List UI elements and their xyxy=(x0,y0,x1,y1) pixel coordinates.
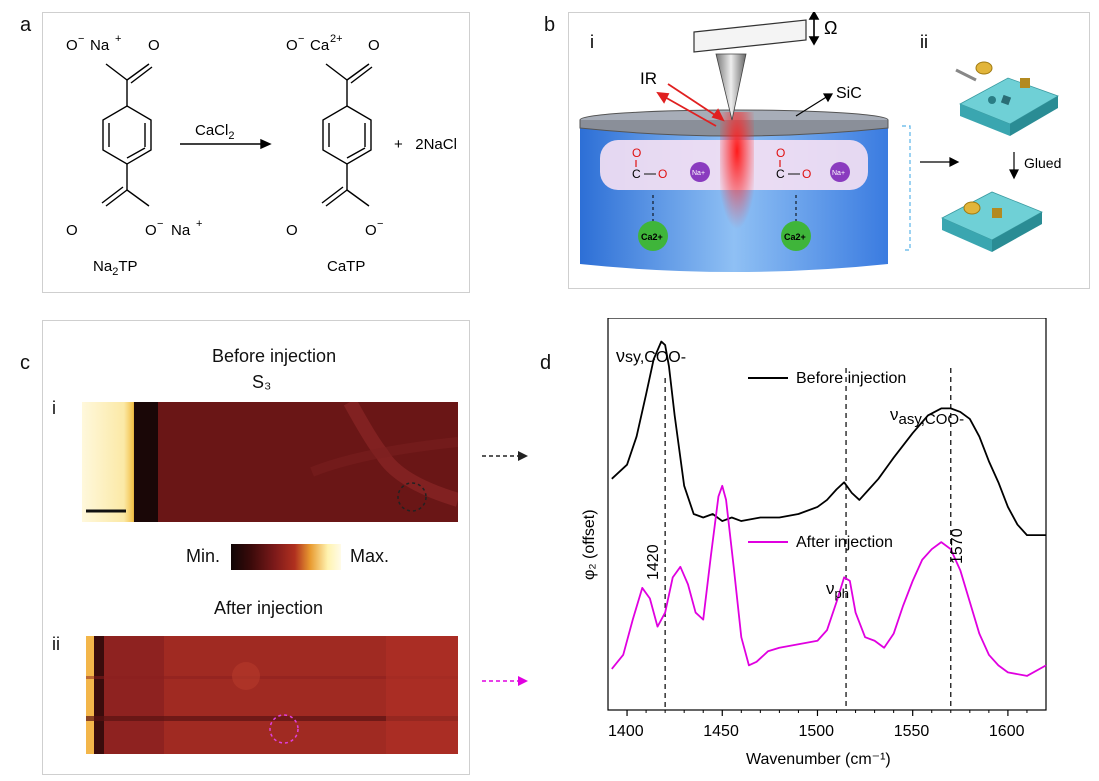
x-axis-label: Wavenumber (cm⁻¹) xyxy=(746,751,891,768)
reactant-top-charge: − xyxy=(78,33,84,45)
series-line-before-injection xyxy=(611,340,1046,537)
svg-text:O: O xyxy=(632,146,641,160)
region-marker-before xyxy=(397,482,427,512)
reagent-label: CaCl2 xyxy=(195,122,234,142)
sodium-ion-left xyxy=(690,162,710,182)
x-tick-label-1600: 1600 xyxy=(989,723,1025,740)
oscillation-arrow xyxy=(808,12,820,46)
to-device-arrow xyxy=(920,157,960,167)
product-top-anion: O xyxy=(286,37,298,54)
plot-frame xyxy=(607,318,1047,711)
panel-c-title-after: After injection xyxy=(214,598,324,618)
reactant-bottom-cation: Na xyxy=(171,222,191,239)
x-tick-label-1550: 1550 xyxy=(894,723,930,740)
colorbar xyxy=(231,544,341,570)
reactant-bottom-anion: O xyxy=(145,222,157,239)
product-top-cation: Ca xyxy=(310,37,330,54)
calcium-ion-left-label: Ca2+ xyxy=(641,232,663,242)
product-benzene-ring xyxy=(321,63,373,207)
legend-label-before: Before injection xyxy=(796,370,906,387)
product-top-cation-charge: 2+ xyxy=(330,33,343,45)
region-marker-after xyxy=(269,714,299,744)
svg-text:O: O xyxy=(802,167,811,181)
x-tick-label-1450: 1450 xyxy=(703,723,739,740)
legend-label-after: After injection xyxy=(796,534,893,551)
panel-b-schematic: i ii Ω IR SiC O C O O C O Na+ xyxy=(579,12,1061,272)
reactant-top-oxygen: O xyxy=(148,37,160,54)
product-top-oxygen: O xyxy=(368,37,380,54)
laser-spot xyxy=(720,112,754,242)
panel-a-reaction-scheme: O − Na + O O O − Na + Na2TP CaCl2 O − Ca… xyxy=(66,33,457,278)
product-bottom-charge: − xyxy=(377,218,383,230)
reactant-bottom-oxygen: O xyxy=(66,222,78,239)
panel-c-title-before: Before injection xyxy=(212,346,337,366)
omega-label: Ω xyxy=(824,18,837,38)
map-before-injection xyxy=(82,402,458,522)
sic-label: SiC xyxy=(836,85,862,102)
reaction-arrow xyxy=(180,138,272,150)
svg-text:O: O xyxy=(658,167,667,181)
reactant-top-anion: O xyxy=(66,37,78,54)
panel-c-sub-ii: ii xyxy=(52,634,60,654)
connector-arrows xyxy=(482,451,528,686)
reactant-bottom-cation-charge: + xyxy=(196,218,202,230)
reactant-top-cation: Na xyxy=(90,37,110,54)
panel-c-s3-label: S₃ xyxy=(252,372,272,392)
carboxyl-left: O C O xyxy=(632,146,667,181)
panel-b-label: b xyxy=(544,14,556,36)
nu-sy-annotation: νsy,COO- xyxy=(616,346,686,366)
product-top-charge: − xyxy=(298,33,304,45)
calcium-ion-right xyxy=(781,221,811,251)
reactant-bottom-charge: − xyxy=(157,218,163,230)
panel-b-sub-ii: ii xyxy=(920,32,928,52)
product-bottom-oxygen: O xyxy=(286,222,298,239)
device-block-top xyxy=(955,61,1059,136)
x-tick-label-1400: 1400 xyxy=(608,723,644,740)
zoom-bracket xyxy=(902,125,911,251)
glued-arrow xyxy=(1009,152,1019,180)
sodium-ion-left-label: Na+ xyxy=(692,170,705,177)
series-line-after-injection xyxy=(611,484,1047,677)
nu-asy-annotation: νasy,COO- xyxy=(890,405,964,428)
sic-pointer xyxy=(795,93,834,117)
y-axis-label: φ₂ (offset) xyxy=(581,509,598,580)
svg-text:C: C xyxy=(632,167,641,181)
reactant-name: Na2TP xyxy=(93,258,137,278)
panel-c-label: c xyxy=(20,352,30,374)
product-name: CaTP xyxy=(327,258,365,275)
calcium-ion-left xyxy=(638,221,668,251)
sodium-ion-right xyxy=(830,162,850,182)
carboxyl-right: O C O xyxy=(776,146,811,181)
glued-label: Glued xyxy=(1024,155,1061,171)
map-after-injection xyxy=(86,636,458,754)
panel-a-frame xyxy=(42,12,470,293)
panel-d-label: d xyxy=(540,352,552,374)
colorbar-max: Max. xyxy=(350,546,390,566)
reactant-top-cation-charge: + xyxy=(115,33,121,45)
panel-a-label: a xyxy=(20,14,32,36)
svg-text:C: C xyxy=(776,167,785,181)
peak-label-1420: 1420 xyxy=(645,544,662,580)
sodium-ion-right-label: Na+ xyxy=(832,170,845,177)
calcium-dash-arrows xyxy=(652,192,797,222)
peak-label-1570: 1570 xyxy=(949,528,966,564)
nu-ph-annotation: νph xyxy=(826,579,849,601)
device-block-bottom xyxy=(941,191,1043,252)
x-tick-label-1500: 1500 xyxy=(798,723,834,740)
calcium-ion-right-label: Ca2+ xyxy=(784,232,806,242)
colorbar-min: Min. xyxy=(186,546,221,566)
svg-text:O: O xyxy=(776,146,785,160)
product-bottom-anion: O xyxy=(365,222,377,239)
ir-label: IR xyxy=(640,69,657,88)
panel-c-sub-i: i xyxy=(52,398,56,418)
reactant-benzene-ring xyxy=(101,63,153,207)
afm-tip xyxy=(693,19,807,121)
byproduct-label: + 2NaCl xyxy=(394,136,457,153)
panel-b-sub-i: i xyxy=(590,32,594,52)
ir-beam-arrows xyxy=(656,83,725,127)
